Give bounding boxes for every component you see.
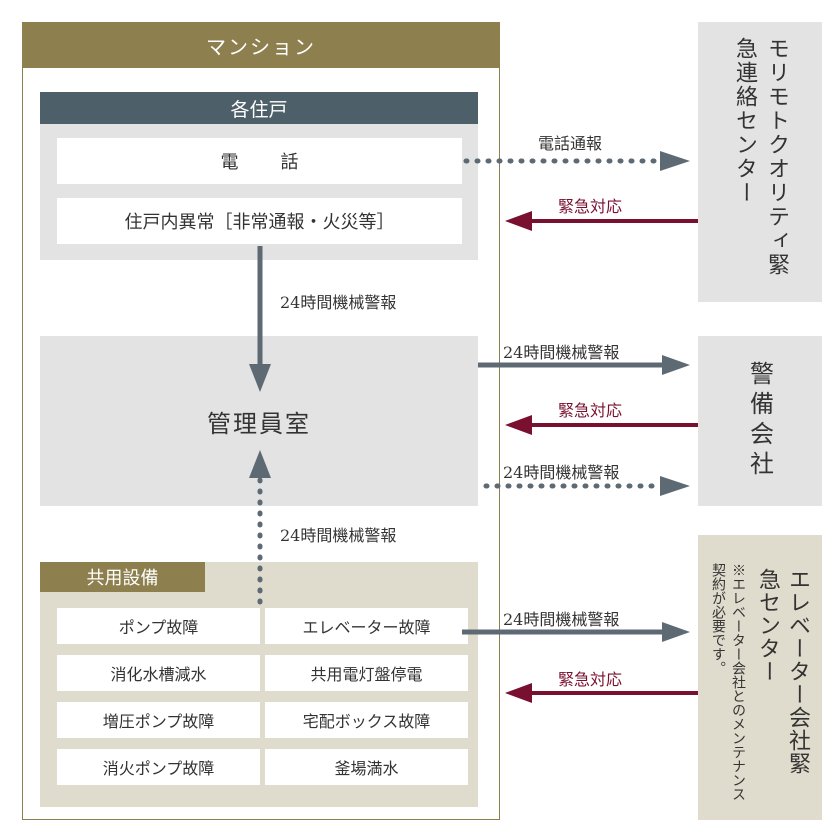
emergency-label-security: 緊急対応 xyxy=(558,401,623,420)
alarm-label-security-dotted: 24時間機械警報 xyxy=(503,463,620,482)
morimoto-center-box: モリモトクオリティ緊急連絡センター xyxy=(698,22,822,302)
alarm-label-security: 24時間機械警報 xyxy=(503,343,620,362)
phone-report-label: 電話通報 xyxy=(538,134,603,153)
common-item: 釜場満水 xyxy=(265,749,468,785)
manager-to-security-dotted-arrowhead xyxy=(660,476,690,496)
common-facilities-title: 共用設備 xyxy=(40,562,205,592)
elevator-note: ※エレベーター会社とのメンテナンス契約が必要です。 xyxy=(710,562,746,801)
manager-to-security-arrowhead xyxy=(662,355,690,375)
common-item: 消火ポンプ故障 xyxy=(57,749,260,785)
phone-box: 電話 xyxy=(57,138,462,184)
security-company-box: 警備会社 xyxy=(698,336,822,506)
common-item: 増圧ポンプ故障 xyxy=(57,702,260,738)
phone-report-arrowhead xyxy=(660,151,690,171)
common-item: 宅配ボックス故障 xyxy=(265,702,468,738)
security-emergency-arrowhead xyxy=(505,415,532,435)
common-item: エレベーター故障 xyxy=(265,608,468,644)
emergency-label-elevator: 緊急対応 xyxy=(558,670,623,689)
security-company-label: 警備会社 xyxy=(745,361,774,481)
abnormal-box: 住戸内異常［非常通報・火災等］ xyxy=(57,198,462,244)
morimoto-center-label: モリモトクオリティ緊急連絡センター xyxy=(732,37,789,277)
common-item: 共用電灯盤停電 xyxy=(265,655,468,691)
common-to-elevator-arrowhead xyxy=(662,622,690,642)
mansion-title: マンション xyxy=(22,22,500,68)
common-to-manager-arrowhead xyxy=(249,450,271,478)
morimoto-emergency-arrowhead xyxy=(505,211,532,231)
common-item: ポンプ故障 xyxy=(57,608,260,644)
units-title: 各住戸 xyxy=(40,92,478,124)
emergency-label-morimoto: 緊急対応 xyxy=(558,197,623,216)
units-to-manager-arrowhead xyxy=(249,364,271,392)
common-item: 消化水槽減水 xyxy=(57,655,260,691)
alarm-label-common: 24時間機械警報 xyxy=(280,526,397,545)
elevator-center-label: エレベーター会社緊急センター xyxy=(755,567,810,775)
alarm-label-elevator: 24時間機械警報 xyxy=(503,610,620,629)
elevator-emergency-arrowhead xyxy=(505,683,532,703)
elevator-center-box: エレベーター会社緊急センター ※エレベーター会社とのメンテナンス契約が必要です。 xyxy=(698,535,822,820)
alarm-label-units: 24時間機械警報 xyxy=(280,293,397,312)
